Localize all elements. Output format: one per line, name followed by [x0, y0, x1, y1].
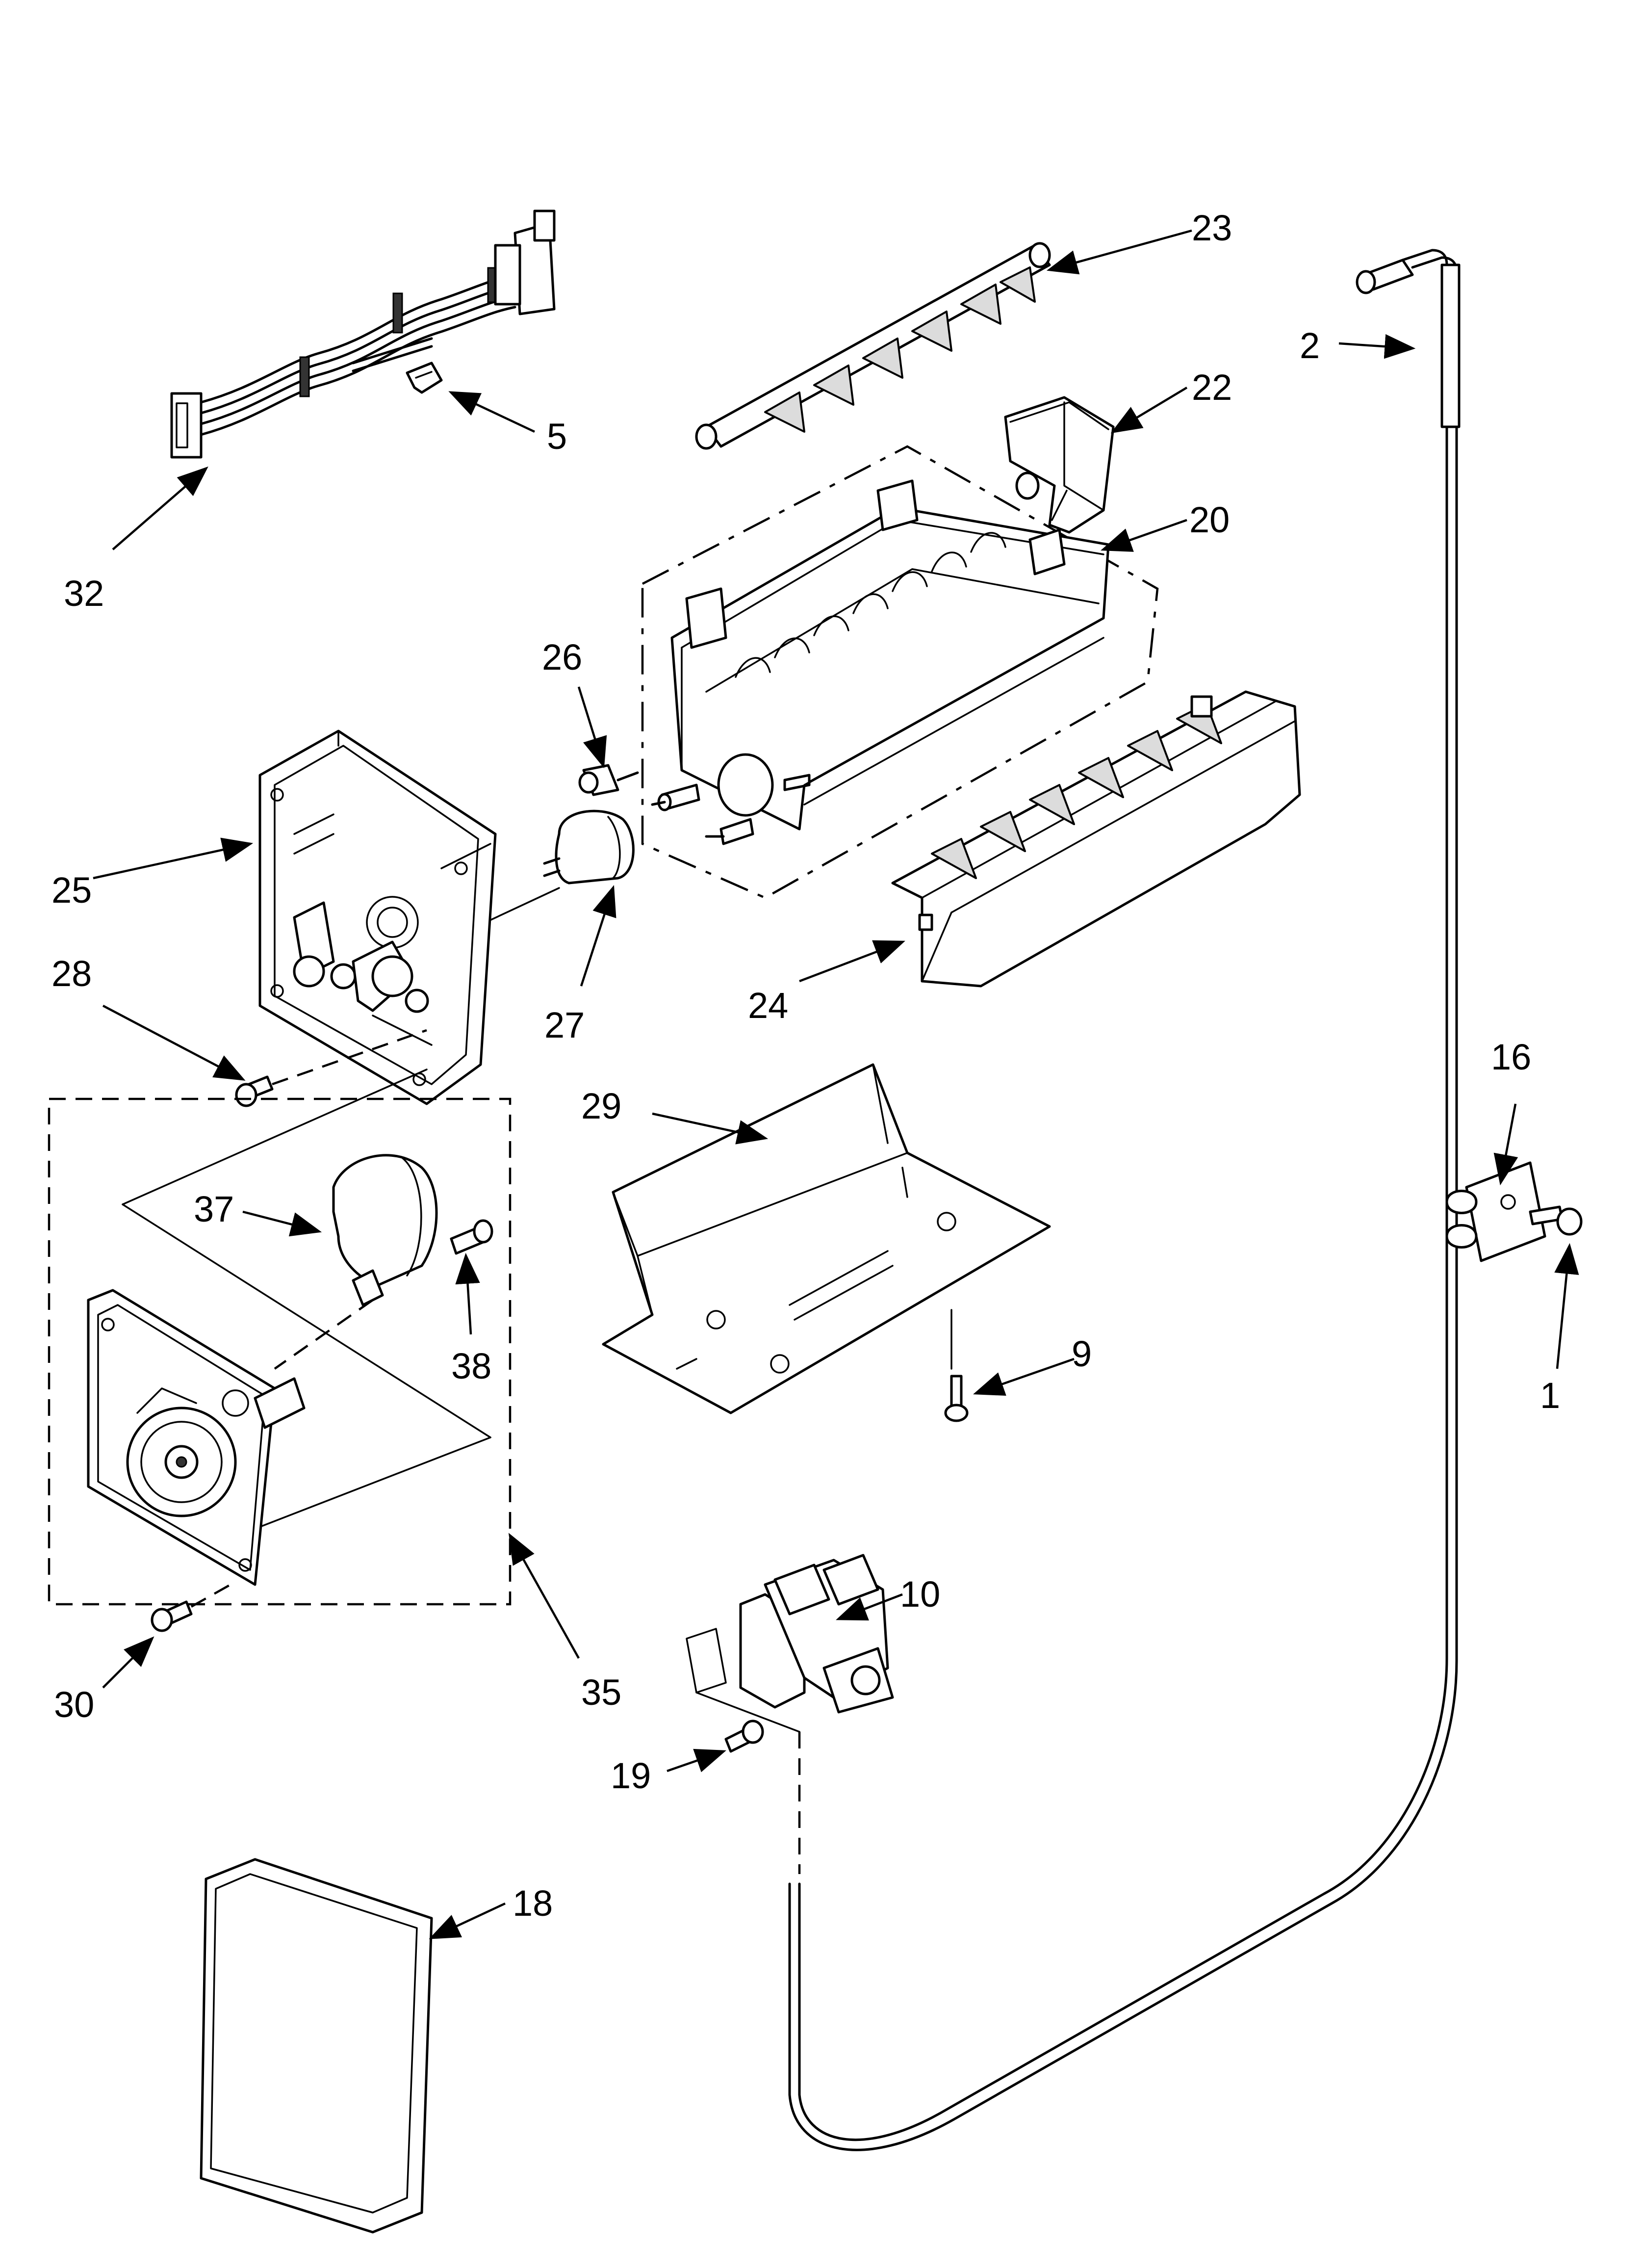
wire-clip-part-5: [406, 362, 443, 394]
callout-19: 19: [611, 1755, 651, 1796]
motor-assembly-part-35: [48, 1069, 512, 1606]
callout-27: 27: [544, 1005, 585, 1045]
callout-23: 23: [1192, 208, 1232, 248]
screw-part-19: [724, 1720, 764, 1753]
callout-16: 16: [1491, 1037, 1531, 1077]
callout-37: 37: [194, 1189, 234, 1229]
callout-35: 35: [581, 1672, 621, 1713]
callout-25: 25: [51, 870, 92, 911]
fill-tube-part-2: [788, 249, 1461, 2151]
screw-part-9: [944, 1375, 969, 1422]
callout-32: 32: [64, 573, 104, 614]
cam-part-26: [578, 764, 639, 796]
cover-part-24: [891, 690, 1301, 988]
callout-30: 30: [54, 1684, 94, 1725]
callout-10: 10: [900, 1574, 940, 1615]
leader-lines: [93, 229, 1579, 1939]
pad-part-18: [200, 1858, 433, 2234]
mold-shafts: [651, 783, 754, 845]
callout-20: 20: [1189, 499, 1230, 540]
water-valve-part-10: [686, 1554, 894, 1874]
thermostat-part-27: [485, 809, 635, 923]
callout-29: 29: [581, 1086, 621, 1126]
callout-24: 24: [748, 985, 788, 1026]
screw-part-1: [1529, 1205, 1583, 1236]
callout-26: 26: [542, 637, 582, 678]
callout-labels: 23 2 22 20 5 32 26 25 27 28 24 29 37 38 …: [51, 208, 1560, 1924]
ice-mold-part-20: [641, 445, 1159, 899]
callout-28: 28: [51, 953, 92, 994]
ejector-part-23: [695, 242, 1051, 450]
callout-38: 38: [451, 1346, 491, 1386]
callout-5: 5: [547, 416, 567, 457]
wire-harness-part-32: [170, 209, 556, 459]
callout-2: 2: [1300, 325, 1320, 366]
callout-22: 22: [1192, 367, 1232, 408]
callout-9: 9: [1072, 1333, 1092, 1374]
housing-part-25: [258, 730, 497, 1105]
callout-18: 18: [513, 1883, 553, 1924]
screw-part-28: [235, 1029, 427, 1107]
clamp-part-16: [1445, 1161, 1546, 1262]
callout-1: 1: [1540, 1375, 1560, 1416]
shield-part-29: [602, 1063, 1051, 1414]
fill-cup-part-22: [1004, 396, 1115, 534]
screw-part-30: [151, 1584, 231, 1632]
